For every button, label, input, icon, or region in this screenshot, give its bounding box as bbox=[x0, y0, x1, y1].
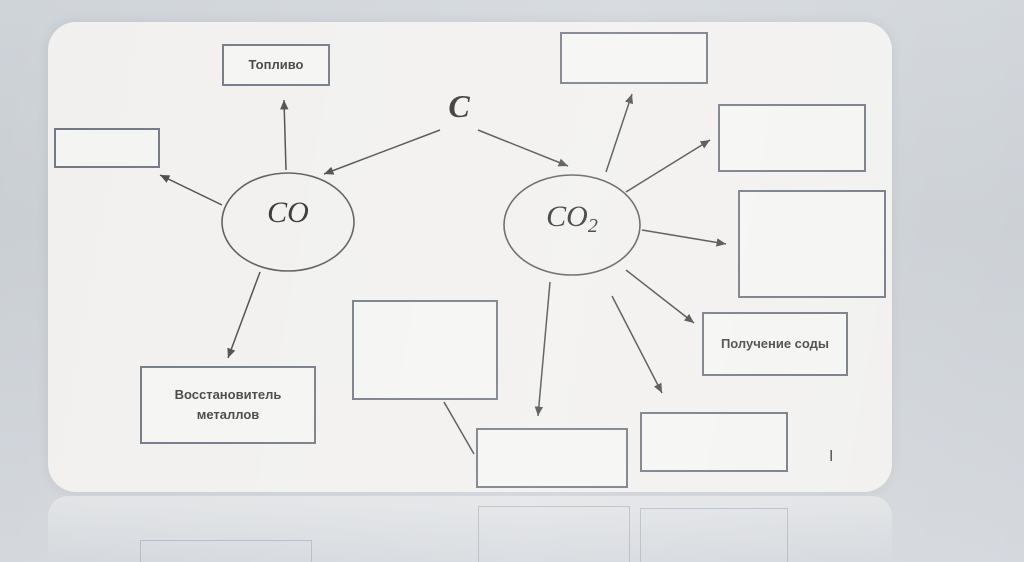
arrow-c-to-co2 bbox=[477, 129, 569, 167]
box-co2-top-empty bbox=[560, 32, 708, 84]
line-middle-box-to-bottom-box bbox=[443, 401, 475, 455]
box-co-left-empty bbox=[54, 128, 160, 168]
screen-reflection bbox=[48, 496, 892, 562]
arrow-co2-to-upper-right-box bbox=[625, 139, 711, 193]
co2-label-subscript: 2 bbox=[587, 215, 598, 237]
stray-mark: I bbox=[829, 448, 834, 465]
carbon-label: C bbox=[448, 88, 470, 124]
reflected-box bbox=[640, 508, 788, 562]
reflected-box bbox=[478, 506, 630, 562]
arrow-co2-to-soda-box bbox=[625, 269, 695, 324]
box-middle-empty bbox=[352, 300, 498, 400]
co2-label: CO2 bbox=[520, 200, 624, 240]
box-soda-production: Получение соды bbox=[702, 312, 848, 376]
arrow-c-to-co bbox=[323, 129, 441, 175]
co2-ellipse bbox=[503, 174, 641, 276]
co-ellipse bbox=[221, 172, 355, 272]
box-co2-bottom-right-empty bbox=[640, 412, 788, 472]
co-label: CO bbox=[267, 196, 309, 229]
arrow-co2-to-bottom-center-box bbox=[534, 281, 551, 417]
box-fuel: Топливо bbox=[222, 44, 330, 86]
reflected-box bbox=[140, 540, 312, 562]
arrow-co-to-reducer bbox=[227, 271, 261, 359]
box-co2-upper-right-empty bbox=[718, 104, 866, 172]
box-co2-right-empty bbox=[738, 190, 886, 298]
arrow-co2-to-right-box bbox=[641, 229, 727, 247]
arrow-co2-to-top-box bbox=[605, 93, 633, 173]
box-metal-reducer: Восстановитель металлов bbox=[140, 366, 316, 444]
arrow-co-to-left-box bbox=[159, 174, 223, 206]
box-co2-bottom-center-empty bbox=[476, 428, 628, 488]
arrow-co2-to-bottom-right-box bbox=[611, 295, 663, 394]
arrow-co-to-fuel bbox=[280, 99, 289, 171]
co2-label-main: CO bbox=[546, 200, 588, 233]
